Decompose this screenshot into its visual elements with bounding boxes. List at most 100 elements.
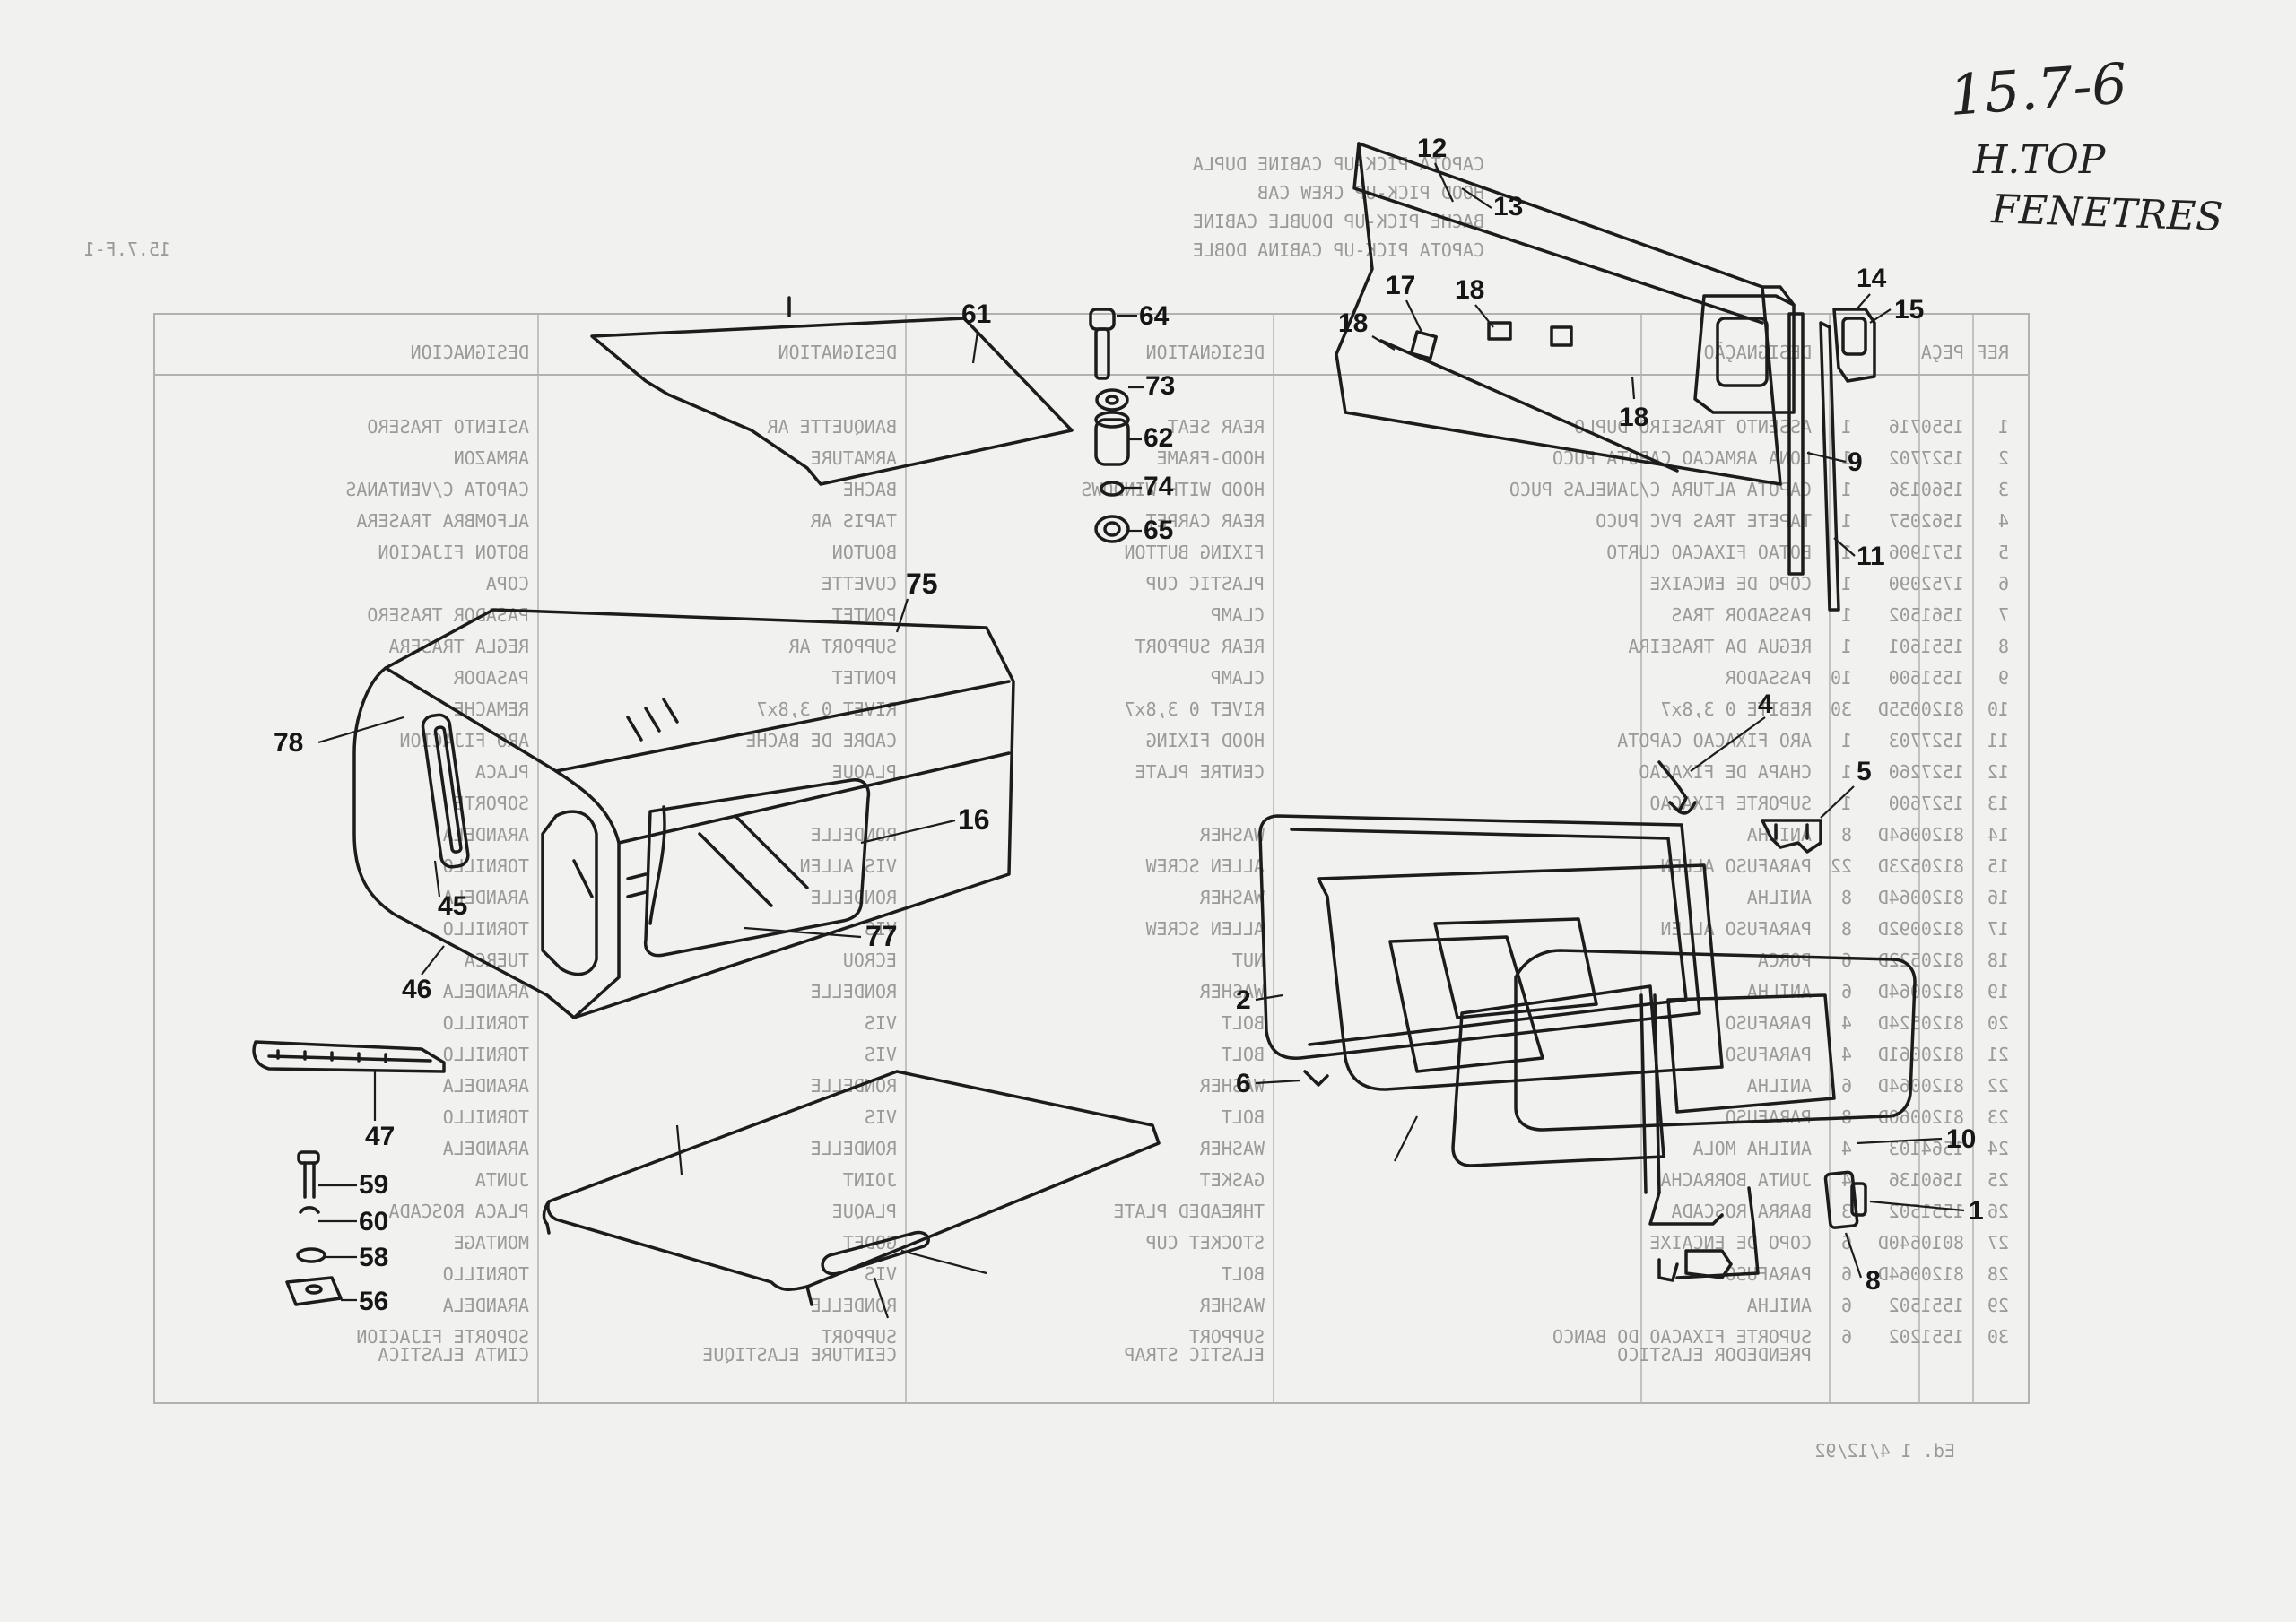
- bleed-table-cell: TAPIS AR: [810, 510, 897, 532]
- bleed-table-cell: JUNTA BORRACHA: [1660, 1169, 1812, 1191]
- bleed-table-cell: ALFOMBRA TRASERA: [356, 510, 529, 532]
- bleed-table-cell: 2: [1998, 447, 2009, 469]
- bleed-table-cell: REAR SEAT: [1168, 416, 1265, 438]
- bleed-table-cell: STOCKET CUP: [1146, 1232, 1265, 1253]
- callout-12: 13: [1461, 187, 1523, 221]
- bleed-table-cell: 1527703: [1889, 730, 1964, 751]
- bleed-table-cell: 8: [1841, 918, 1852, 940]
- callout-58: 58: [325, 1243, 388, 1272]
- bleed-table-cell: 4: [1841, 1044, 1852, 1065]
- bleed-table-cell: 8120524D: [1878, 1012, 1964, 1034]
- bleed-table-cell: LONA ARMACAO CAPOTA PUCO: [1552, 447, 1812, 469]
- bleed-table-cell: 1: [1841, 761, 1852, 783]
- callout-18-left: 18: [1338, 308, 1396, 351]
- bleed-table-cell: ANILHA: [1747, 981, 1812, 1002]
- bleed-table-cell: TORNILLO: [443, 1044, 529, 1065]
- bleed-table-cell: ARANDELA: [443, 824, 529, 846]
- bleed-table-cell: 1560136: [1889, 479, 1964, 500]
- callout-46: 46: [402, 945, 445, 1004]
- svg-text:73: 73: [1145, 371, 1175, 401]
- bleed-table-cell: 8120064D: [1878, 887, 1964, 908]
- bleed-table-cell: 1: [1841, 636, 1852, 657]
- bleed-table-cell: RONDELLE: [811, 887, 897, 908]
- bleed-table-cell: VIS: [865, 1106, 897, 1128]
- svg-text:18: 18: [1338, 308, 1368, 338]
- bleed-table-cell: ARMAZON: [454, 447, 529, 469]
- bleed-table-cell: 6: [1841, 1295, 1852, 1316]
- bleed-table-cell: 14: [1987, 824, 2009, 846]
- bleed-table-cell: JOINT: [843, 1169, 897, 1191]
- bleed-table-cell: MONTAGE: [454, 1232, 529, 1253]
- svg-text:45: 45: [438, 891, 467, 921]
- bleed-table-cell: REGUA DA TRASEIRA: [1628, 636, 1812, 657]
- bleed-table-cell: SUPPORT: [822, 1326, 897, 1348]
- svg-text:47: 47: [365, 1122, 395, 1151]
- bleed-table-cell: 8120055D: [1878, 698, 1964, 720]
- bleed-table-cell: 8: [1998, 636, 2009, 657]
- callout-9-bottom: 10: [1856, 1124, 1976, 1154]
- callout-56: 59: [318, 1170, 388, 1200]
- bleed-table-cell: 3: [1841, 1201, 1852, 1222]
- bleed-table-cell: PLACA: [475, 761, 529, 783]
- bleed-header-cell: DESIGNAÇÃO: [1704, 342, 1812, 363]
- callout-17: 18: [1455, 275, 1494, 328]
- callout-76: [873, 1277, 890, 1319]
- bleed-table-cell: 12: [1987, 761, 2009, 783]
- bleed-table-cell: 1527600: [1889, 793, 1964, 814]
- bleed-table-cell: SOPORTE: [454, 793, 529, 814]
- handwritten-fenetres: FENETRES: [1990, 186, 2224, 240]
- svg-text:4: 4: [1758, 690, 1773, 719]
- bleed-table-cell: NUT: [1232, 950, 1265, 971]
- bleed-table-cell: ASIENTO TRASERO: [367, 416, 529, 438]
- bleed-table-cell: 1551502: [1889, 1295, 1964, 1316]
- bleed-table-cell: 8: [1841, 824, 1852, 846]
- bleed-table-cell: SUPPORT AR: [788, 636, 897, 657]
- bleed-header-cell: DESIGNATION: [778, 342, 897, 363]
- bleed-table-cell: 11: [1987, 730, 2009, 751]
- bleed-table-cell: 4: [1998, 510, 2009, 532]
- bleed-table-cell: PARAFUSO: [1726, 1106, 1812, 1128]
- bleed-table-cell: 1561502: [1889, 604, 1964, 626]
- bleed-table-cell: CAPOTA C/VENTANAS: [345, 479, 529, 500]
- bleed-table-cell: ARO FIXACAO CAPOTA: [1617, 730, 1812, 751]
- bleed-table-cell: 10: [1987, 698, 2009, 720]
- callout-5: 5: [1820, 757, 1872, 819]
- bleed-table-cell: 1550716: [1889, 416, 1964, 438]
- bleed-table-cell: WASHER: [1199, 1138, 1265, 1159]
- callout-63: 65: [1128, 516, 1173, 545]
- bleed-table-cell: 3: [1998, 479, 2009, 500]
- bleed-last-row-cell: CINTA ELASTICA: [378, 1344, 529, 1366]
- bleed-last-row-cell: ELASTIC STRAP: [1124, 1344, 1265, 1366]
- bleed-table-cell: VIS: [865, 1012, 897, 1034]
- bleed-table-cell: 7: [1998, 604, 2009, 626]
- bleed-table-cell: 30: [1987, 1326, 2009, 1348]
- window-frame-assembly: [1258, 814, 1917, 1282]
- bleed-table-cell: 15: [1987, 855, 2009, 877]
- bleed-table-cell: WASHER: [1199, 887, 1265, 908]
- bleed-table-cell: ARO FIJACION: [400, 730, 530, 751]
- strip-part-9: [1787, 312, 1840, 612]
- callouts: 61 64 73 62 74 65 75 78 16 45 77 46 47 5…: [274, 134, 1984, 1319]
- bleed-table-cell: RONDELLE: [811, 1075, 897, 1097]
- bleed-table-cell: ARANDELA: [443, 981, 529, 1002]
- bleed-header-cell: DESIGNACION: [411, 342, 529, 363]
- bleed-table-cell: ALLEN SCREW: [1145, 855, 1265, 877]
- bleed-table-cell: HOOD-FRAME: [1157, 447, 1265, 469]
- latch-part-13: [1832, 308, 1876, 383]
- callout-2: 2: [1236, 985, 1283, 1015]
- hook-part-5: [1761, 819, 1822, 854]
- svg-text:13: 13: [1493, 192, 1523, 221]
- bleed-table-cell: SUPPORT: [1189, 1326, 1265, 1348]
- bleed-through-table: CAPOTA PICK-UP CABINE DUPLA HOOD PICK-UP…: [84, 153, 2030, 1462]
- bleed-table-cell: CLAMP: [1211, 604, 1265, 626]
- hood-with-windows: [352, 608, 1015, 1019]
- bleed-table-cell: COPO DE ENCAIXE: [1649, 1232, 1812, 1253]
- bleed-table-cell: 6: [1841, 950, 1852, 971]
- bleed-table-cell: 17: [1987, 918, 2009, 940]
- bleed-table-cell: BARRA ROSCADA: [1671, 1201, 1812, 1222]
- callout-62: 64: [1117, 301, 1170, 331]
- bleed-table-cell: REBITE 0 3,8x7: [1660, 698, 1812, 720]
- bleed-table-cell: 22: [1831, 855, 1852, 877]
- bleed-table-cell: RONDELLE: [811, 1295, 897, 1316]
- bolt-stack: [285, 1150, 343, 1306]
